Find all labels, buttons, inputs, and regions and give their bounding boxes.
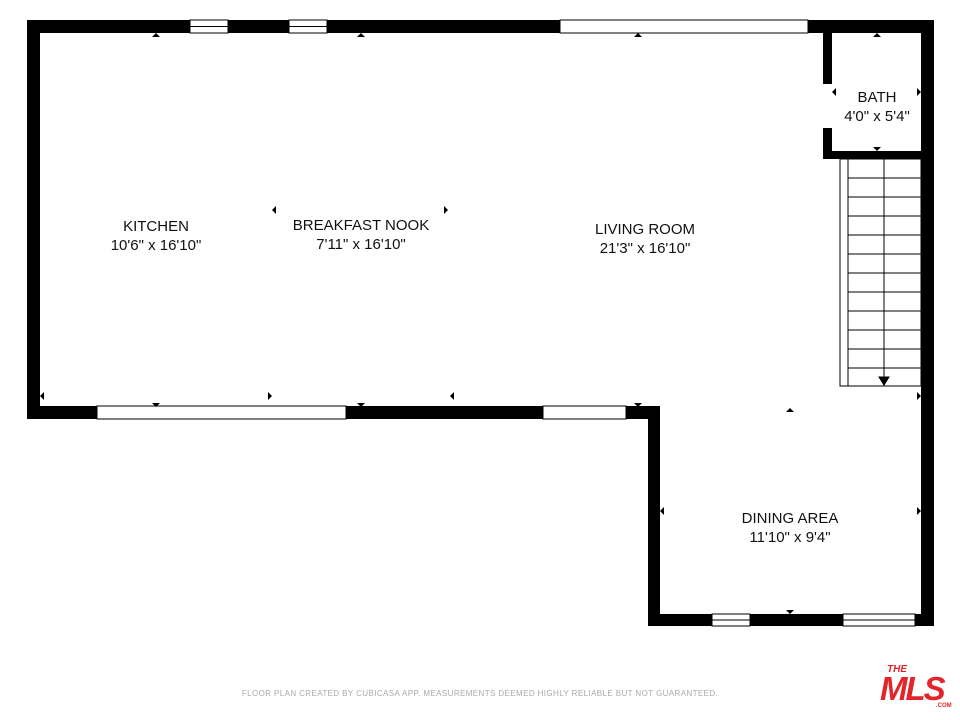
room-size-breakfast-nook: 7'11" x 16'10" — [316, 236, 406, 253]
wall-dining-left — [648, 406, 660, 626]
wall-left — [27, 20, 40, 419]
mls-logo: THE MLS .COM — [880, 664, 952, 709]
windows-dining — [711, 613, 916, 627]
wall-bottom-left — [27, 406, 97, 419]
window-kitchen — [189, 19, 229, 34]
logo-com: .COM — [936, 703, 952, 709]
wall-right — [921, 20, 934, 626]
wall-bath-left-upper — [823, 20, 832, 84]
windows-top — [189, 19, 809, 34]
room-size-living: 21'3" x 16'10" — [600, 240, 691, 257]
room-breakfast-nook: BREAKFAST NOOK 7'11" x 16'10" — [293, 217, 429, 253]
room-name-kitchen: KITCHEN — [123, 218, 189, 235]
room-kitchen: KITCHEN 10'6" x 16'10" — [111, 218, 202, 254]
room-name-living: LIVING ROOM — [595, 221, 695, 238]
disclaimer-footer: FLOOR PLAN CREATED BY CUBICASA APP. MEAS… — [241, 689, 719, 698]
opening-living-top — [559, 19, 809, 34]
window-dining-left — [711, 613, 751, 627]
room-bath: BATH 4'0" x 5'4" — [844, 89, 910, 125]
room-name-dining: DINING AREA — [742, 510, 839, 527]
openings-bottom — [96, 405, 627, 420]
room-name-breakfast-nook: BREAKFAST NOOK — [293, 217, 429, 234]
room-size-bath: 4'0" x 5'4" — [844, 108, 910, 125]
room-living: LIVING ROOM 21'3" x 16'10" — [595, 221, 695, 257]
dimension-markers — [40, 33, 921, 614]
opening-kitchen-bottom — [96, 405, 347, 420]
staircase — [839, 158, 922, 387]
logo-mls: MLS — [880, 670, 946, 707]
room-name-bath: BATH — [858, 89, 897, 106]
stair-arrow-icon — [878, 376, 890, 386]
wall-top-right — [808, 20, 934, 33]
room-size-dining: 11'10" x 9'4" — [749, 529, 830, 546]
wall-bath-left-lower — [823, 128, 832, 159]
logo-the: THE — [887, 664, 907, 675]
window-nook — [288, 19, 328, 34]
room-dining: DINING AREA 11'10" x 9'4" — [742, 510, 839, 546]
opening-living-bottom — [542, 405, 627, 420]
wall-bath-bottom — [823, 151, 934, 159]
wall-bottom-mid — [346, 406, 543, 419]
window-dining-right — [842, 613, 916, 627]
room-size-kitchen: 10'6" x 16'10" — [111, 237, 202, 254]
